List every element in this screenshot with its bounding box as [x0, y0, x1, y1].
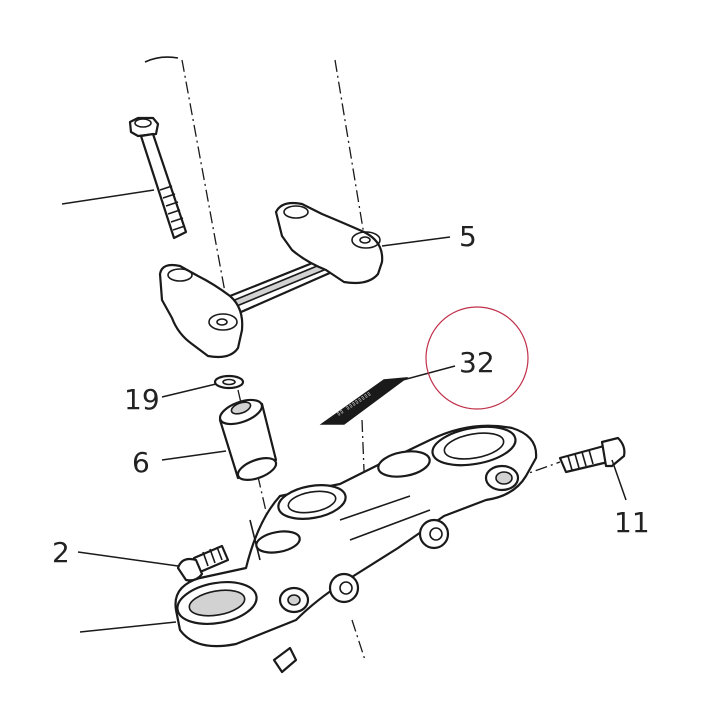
- leader-decal: [387, 365, 456, 385]
- callout-upper-clamp: 5: [459, 220, 477, 253]
- leader-yoke: [79, 621, 177, 633]
- side-bolt-right-part: [558, 436, 626, 474]
- leader-side-bolt-right: [611, 459, 627, 501]
- callout-side-bolt-left: 2: [52, 536, 70, 569]
- assembly-axis-right: [334, 59, 365, 236]
- upper-clamp-part: [158, 201, 384, 359]
- leader-bolt-top: [61, 189, 155, 205]
- leader-bushing: [161, 450, 227, 461]
- callout-washer: 19: [124, 383, 160, 416]
- washer-part: [213, 374, 245, 390]
- side-bolt-left-part: [176, 544, 230, 582]
- highlight-circle: [425, 306, 529, 410]
- assembly-axis-lower: [351, 619, 366, 661]
- leader-upper-clamp: [381, 236, 451, 247]
- assembly-axis-left: [181, 59, 233, 331]
- callout-bushing: 6: [132, 446, 150, 479]
- leader-washer: [161, 383, 217, 398]
- lower-bolt-part: [272, 646, 298, 674]
- callout-decal: 32: [459, 346, 495, 379]
- callout-side-bolt-right: 11: [614, 506, 650, 539]
- decal-part: ▯▯ ▯▯▯▯▯▯▯▯: [319, 377, 409, 425]
- bushing-part: [218, 398, 278, 481]
- bolt-top-part: [128, 116, 188, 240]
- frame-arc: [144, 56, 179, 63]
- yoke-part: [174, 424, 538, 648]
- leader-side-bolt-left: [77, 551, 179, 567]
